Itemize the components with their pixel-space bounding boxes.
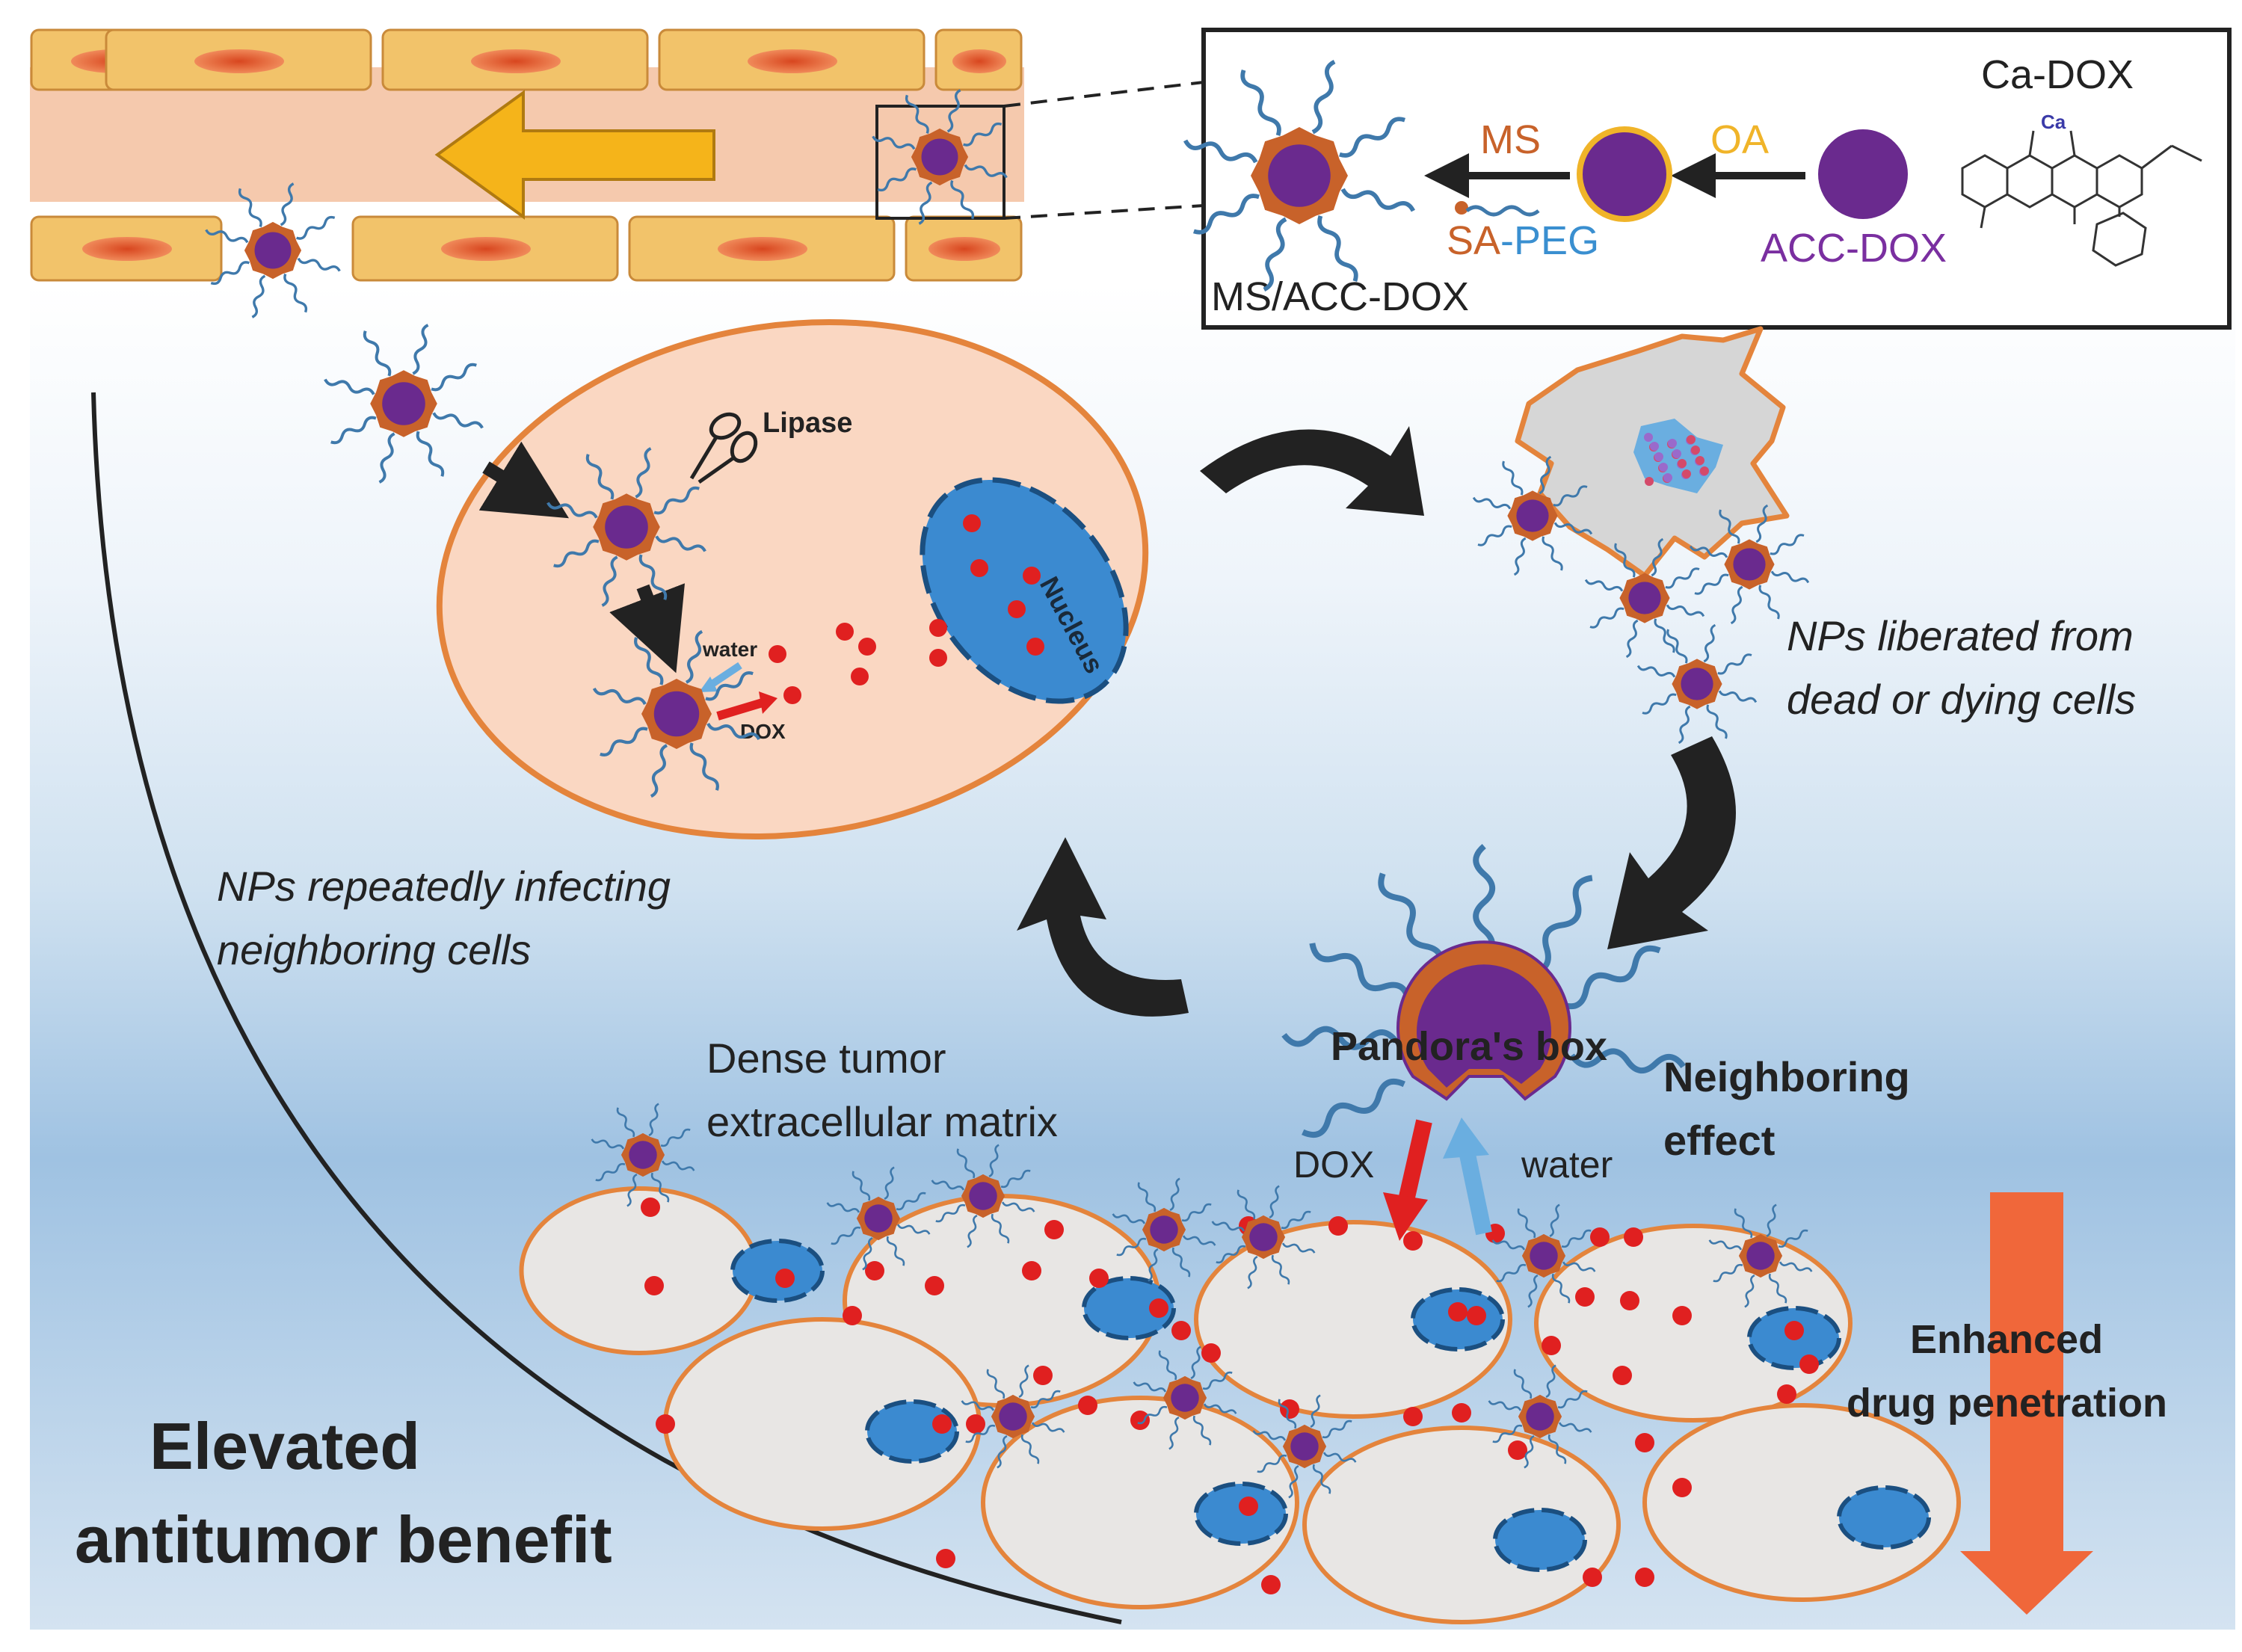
acc-dox-particle [1818,129,1908,219]
dox-out-arrow [716,698,764,721]
dense-caption-1: Dense tumor [706,1035,946,1082]
matrix-nanoparticle [931,1144,1035,1248]
oa-label: OA [1710,117,1769,162]
matrix-nanoparticle [961,1364,1065,1469]
matrix-nanoparticle [1112,1177,1216,1282]
ms-label: MS [1480,117,1541,162]
cycle-arrows [1017,426,1736,1017]
matrix-nanoparticle [1708,1203,1813,1308]
nps-liberated-caption-1: NPs liberated from [1787,612,2134,659]
sa-peg-label: SA-PEG [1447,218,1599,263]
blood-vessel [30,28,1204,282]
nps-repeatedly-caption-1: NPs repeatedly infecting [217,863,671,910]
degradation-arrow [609,583,686,674]
oa-coated-particle [1577,126,1672,222]
ca-dox-structure [1961,130,2202,267]
nps-repeatedly-caption-2: neighboring cells [217,926,531,973]
liberated-nanoparticle [1636,623,1758,745]
liberated-nanoparticle [1472,455,1593,576]
tumor-cell: Nucleus Lipase water DOX [436,319,1149,839]
ms-acc-dox-nanoparticle [1183,60,1415,292]
matrix-nanoparticle [826,1166,931,1271]
elevated-caption-2: antitumor benefit [75,1502,612,1577]
pandora-box: Pandora's box [1281,843,1686,1241]
matrix-nanoparticle [1252,1394,1357,1499]
liberated-nanoparticle [1584,537,1705,659]
matrix-cell [981,1396,1299,1609]
matrix-cell [1302,1426,1621,1624]
pandora-dox-arrow [1397,1119,1432,1206]
cell-nucleus: Nucleus [920,477,1129,704]
water-in-arrow [706,662,742,690]
neighboring-caption-1: Neighboring [1663,1053,1910,1100]
ecm-cells [519,1186,1961,1624]
dox-label-cell: DOX [740,720,786,743]
benefit-arc [91,392,1122,1624]
matrix-nanoparticle [591,1103,695,1207]
dox-caption: DOX [1293,1144,1374,1186]
pandora-water-arrow [1459,1149,1492,1236]
lipase-target-nanoparticle [546,447,706,607]
blood-flow-arrow [434,90,715,220]
water-caption: water [1521,1144,1613,1186]
zoom-box [875,105,1005,220]
enhanced-caption-1: Enhanced [1910,1317,2103,1362]
ca-dox-label: Ca-DOX [1981,52,2134,97]
dense-caption-2: extracellular matrix [706,1098,1058,1145]
matrix-cell [519,1186,825,1355]
extravasating-nanoparticle [205,182,341,318]
neighboring-caption-2: effect [1663,1117,1775,1164]
matrix-nanoparticle [1491,1203,1596,1308]
arrow-to-tumor-cell [1017,837,1189,1017]
ca-atom-label: Ca [2041,111,2066,133]
entry-arrow [478,441,569,519]
lipase-label: Lipase [763,407,852,439]
nps-liberated-caption-2: dead or dying cells [1787,676,2136,723]
water-label: water [702,638,757,661]
vessel-nanoparticle [872,89,1008,225]
ms-acc-dox-label: MS/ACC-DOX [1211,274,1469,319]
elevated-caption-1: Elevated [150,1409,420,1483]
free-nanoparticle [324,324,484,484]
synthesis-inset: Ca-DOX MS OA SA-PEG ACC-DOX MS/ACC-DOX [1183,28,2232,330]
matrix-nanoparticle [1211,1185,1316,1289]
scissors-icon [689,412,758,484]
arrow-to-pandora [1607,736,1736,949]
captions: NPs liberated from dead or dying cells N… [75,612,2167,1577]
pandora-label: Pandora's box [1331,1024,1607,1069]
enhanced-caption-2: drug penetration [1847,1381,2167,1426]
liberated-nanoparticle [1689,504,1810,625]
matrix-cell [1642,1403,1961,1602]
matrix-cell [1194,1220,1512,1419]
penetration-arrow [1960,1192,2093,1615]
arrow-to-dying-cell [1200,426,1424,516]
degrading-nanoparticle [592,629,761,798]
matrix-nanoparticle [1488,1364,1592,1469]
matrix-nanoparticle [1133,1346,1237,1450]
acc-dox-label: ACC-DOX [1761,226,1947,271]
